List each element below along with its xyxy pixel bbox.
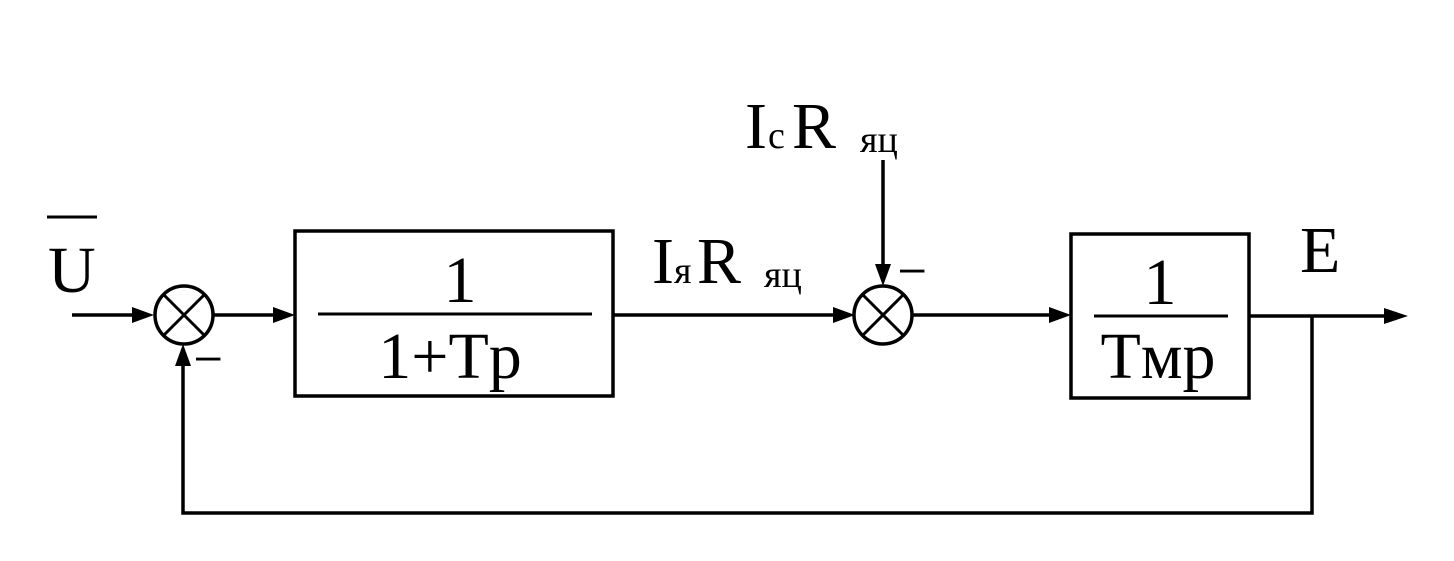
arrow-into-sum2 <box>833 307 855 323</box>
signal-armature-i: I <box>652 225 674 298</box>
disturbance-i: I <box>745 90 767 163</box>
output-arrow <box>1384 308 1408 324</box>
arrow-into-block2 <box>1049 307 1071 323</box>
signal-armature-r-sub: яц <box>764 254 802 296</box>
disturbance-arrow <box>875 264 891 286</box>
block1-numerator: 1 <box>444 244 477 317</box>
arrow-into-block1 <box>273 307 295 323</box>
input-arrow <box>132 307 154 323</box>
input-label: U <box>48 234 96 307</box>
feedback-minus-sign: – <box>196 331 221 380</box>
block2-numerator: 1 <box>1144 246 1177 319</box>
signal-armature-i-sub: я <box>674 250 691 292</box>
summing-junction-2 <box>852 284 914 346</box>
signal-armature-label: I я R яц <box>652 225 802 298</box>
block2-denominator: Tмр <box>1100 320 1215 393</box>
disturbance-label: I с R яц <box>745 90 898 163</box>
block1-denominator: 1+Tp <box>378 320 522 393</box>
feedback-loop-line <box>181 316 1314 515</box>
disturbance-minus-sign: – <box>900 243 925 292</box>
output-label: E <box>1300 214 1340 287</box>
transfer-block-2: 1 Tмр <box>1069 232 1251 400</box>
disturbance-r: R <box>792 90 836 163</box>
disturbance-r-sub: яц <box>860 119 898 161</box>
disturbance-i-sub: с <box>768 115 785 157</box>
feedback-arrow <box>175 344 191 366</box>
signal-armature-r: R <box>697 225 741 298</box>
transfer-block-1: 1 1+Tp <box>293 229 615 398</box>
